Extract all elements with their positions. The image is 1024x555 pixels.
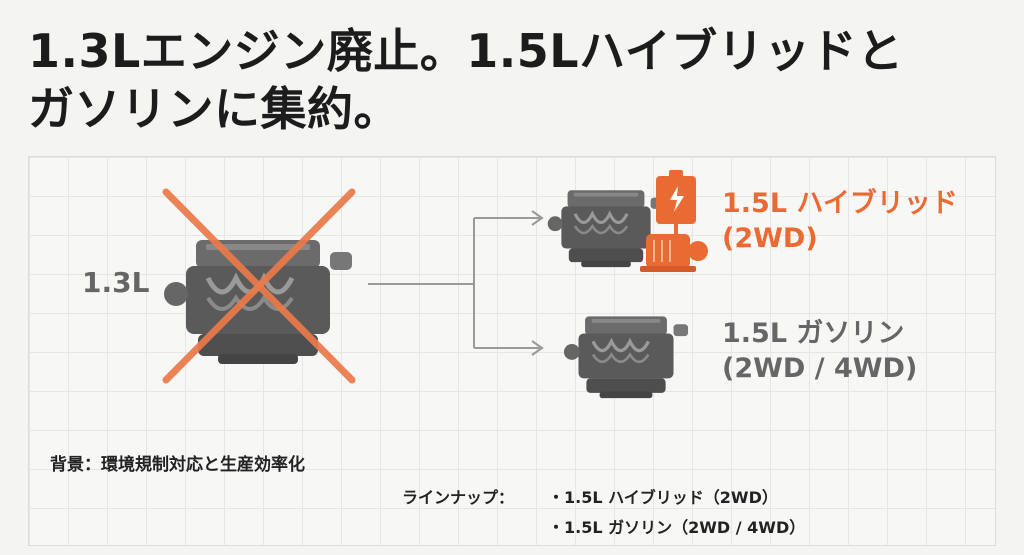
lineup-item: ・1.5L ガソリン（2WD / 4WD） [548, 518, 806, 537]
page-title: 1.3Lエンジン廃止。1.5Lハイブリッドと ガソリンに集約。 [28, 22, 904, 138]
hybrid-label-line-2: (2WD) [722, 223, 818, 254]
gasoline-label: 1.5L ガソリン (2WD / 4WD) [722, 316, 917, 386]
arrow-icon [368, 210, 544, 356]
title-line-2: ガソリンに集約。 [28, 82, 400, 136]
battery-icon [656, 170, 696, 224]
cross-mark-icon [162, 188, 356, 384]
gasoline-label-line-2: (2WD / 4WD) [722, 353, 918, 384]
engine-icon [164, 240, 352, 364]
gasoline-label-line-1: 1.5L ガソリン [722, 318, 905, 349]
hybrid-label-line-1: 1.5L ハイブリッド [722, 188, 958, 219]
title-line-1: 1.3Lエンジン廃止。1.5Lハイブリッドと [28, 24, 904, 78]
gasoline-engine-icon [562, 314, 690, 400]
hybrid-label: 1.5L ハイブリッド (2WD) [722, 186, 958, 256]
old-engine-label: 1.3L [82, 266, 150, 299]
lineup-label: ラインナップ： [402, 488, 515, 507]
electric-motor-icon [640, 234, 708, 272]
background-note: 背景：環境規制対応と生産効率化 [50, 455, 305, 475]
lineup-item: ・1.5L ハイブリッド（2WD） [548, 488, 778, 507]
